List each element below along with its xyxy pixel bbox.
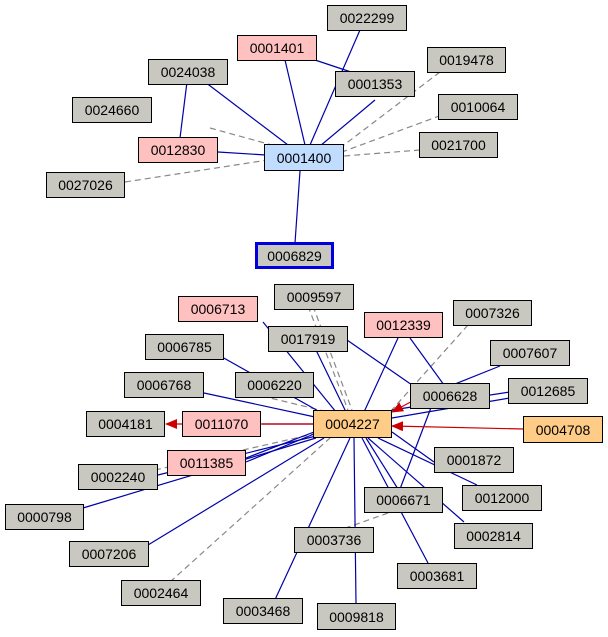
node-0017919[interactable]: 0017919 [268,326,348,352]
node-0011070[interactable]: 0011070 [182,411,261,437]
node-0022299[interactable]: 0022299 [327,5,407,31]
node-0002814[interactable]: 0002814 [454,523,533,549]
node-0004708[interactable]: 0004708 [523,416,603,443]
node-0000798[interactable]: 0000798 [5,504,84,530]
node-0001353[interactable]: 0001353 [335,71,415,97]
node-0007326[interactable]: 0007326 [453,300,532,326]
node-0012685[interactable]: 0012685 [508,378,588,404]
node-0003736[interactable]: 0003736 [294,527,374,553]
node-0007206[interactable]: 0007206 [69,541,149,567]
node-0027026[interactable]: 0027026 [46,172,125,198]
node-0019478[interactable]: 0019478 [427,47,506,73]
node-0006628[interactable]: 0006628 [410,383,490,409]
node-0002240[interactable]: 0002240 [78,464,158,490]
node-0006768[interactable]: 0006768 [124,372,204,398]
node-0009597[interactable]: 0009597 [274,284,354,310]
node-0010064[interactable]: 0010064 [438,94,518,120]
node-0024660[interactable]: 0024660 [72,97,152,123]
node-0002464[interactable]: 0002464 [121,580,201,606]
node-0001872[interactable]: 0001872 [434,447,514,473]
node-0006829[interactable]: 0006829 [255,242,334,269]
node-0004227[interactable]: 0004227 [313,410,392,438]
node-0001401[interactable]: 0001401 [237,35,317,61]
node-0006671[interactable]: 0006671 [364,487,443,513]
node-0024038[interactable]: 0024038 [148,59,228,85]
node-0003468[interactable]: 0003468 [223,598,303,624]
node-0012000[interactable]: 0012000 [462,485,542,511]
node-0003681[interactable]: 0003681 [397,563,477,589]
node-0006713[interactable]: 0006713 [178,296,258,322]
node-0012339[interactable]: 0012339 [364,312,443,338]
node-0004181[interactable]: 0004181 [86,411,165,437]
node-0001400[interactable]: 0001400 [264,144,344,171]
node-0011385[interactable]: 0011385 [167,450,246,476]
node-0006220[interactable]: 0006220 [235,372,314,398]
node-0009818[interactable]: 0009818 [317,603,396,630]
node-0012830[interactable]: 0012830 [138,137,218,163]
node-0007607[interactable]: 0007607 [490,340,570,366]
node-0021700[interactable]: 0021700 [419,132,498,158]
node-0006785[interactable]: 0006785 [145,334,224,360]
